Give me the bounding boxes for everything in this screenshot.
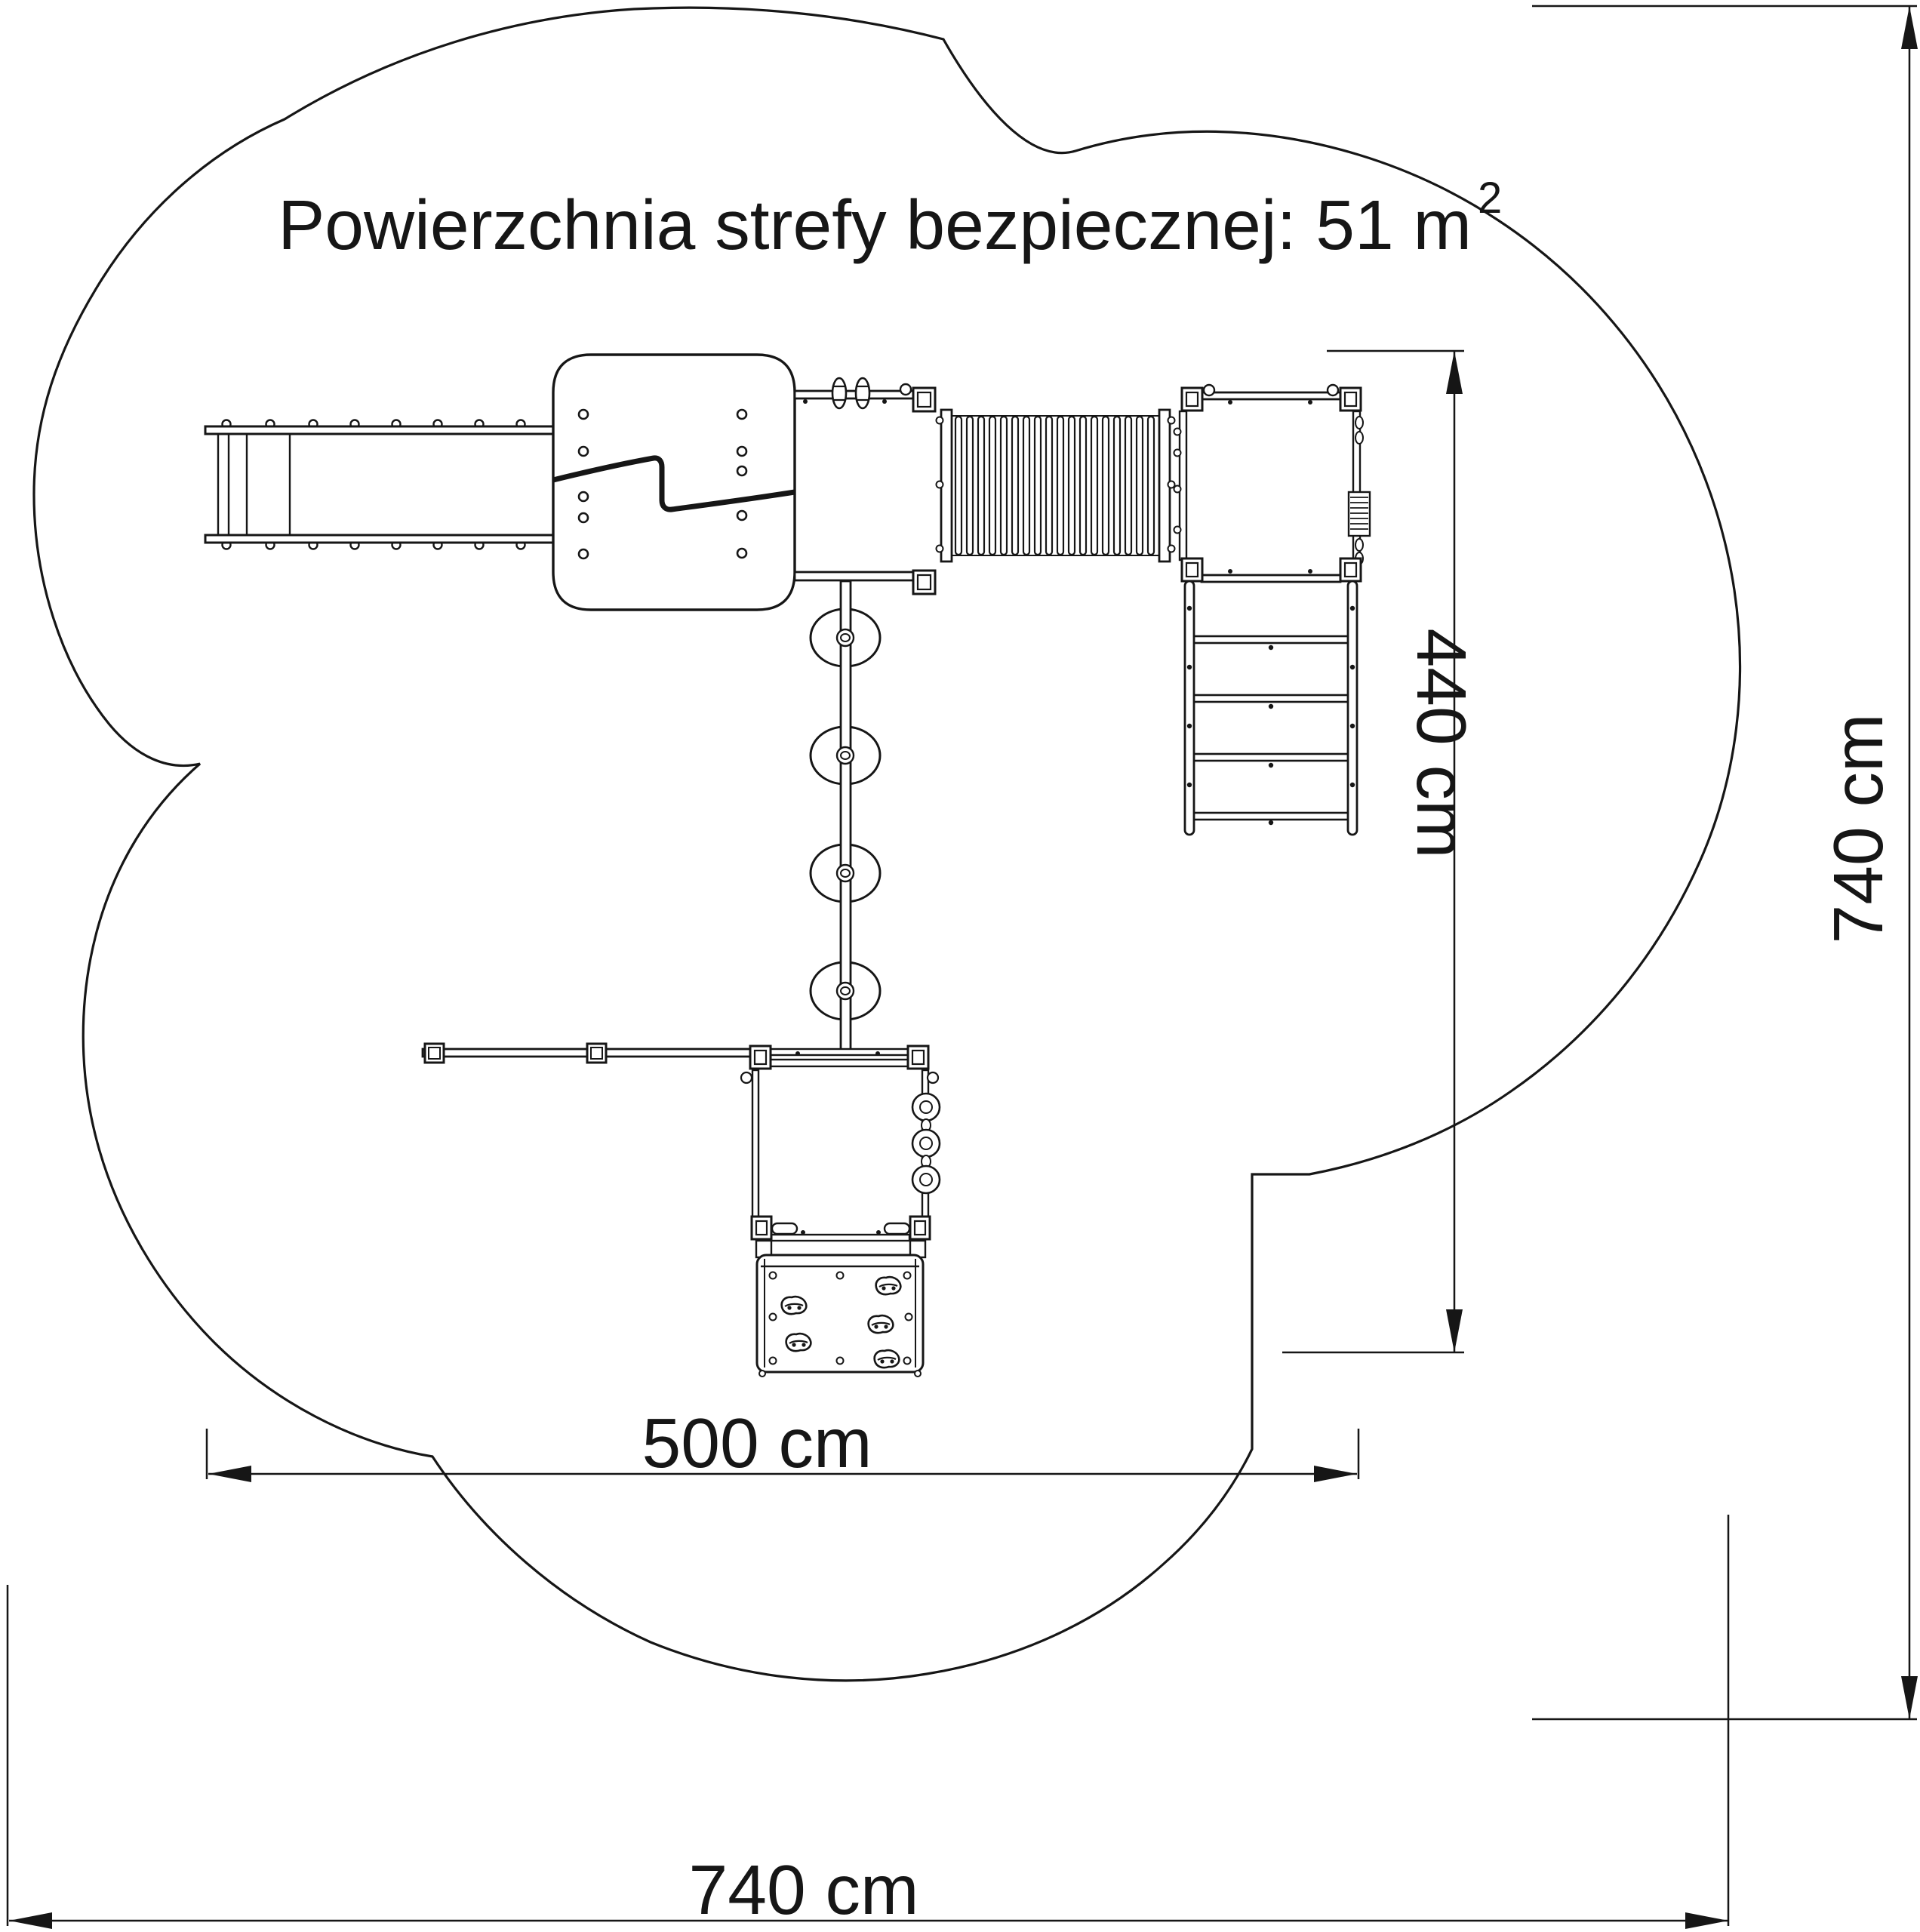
right-platform-rail-bottom [1200, 574, 1342, 583]
hand-grip [883, 1222, 911, 1235]
slide-bolts [221, 419, 526, 550]
dimension-440 [1282, 349, 1464, 1354]
drawing-title: Powierzchnia strefy bezpiecznej: 51 m [278, 186, 1472, 264]
climbing-wall [755, 1239, 927, 1377]
dimension-740-bottom [6, 1515, 1730, 1929]
dim-label-zone-height: 740 cm [1819, 714, 1897, 944]
arrowhead-down [1901, 1676, 1918, 1719]
tower-bolts [577, 408, 748, 560]
hand-grip [771, 1222, 798, 1235]
climbing-hold [873, 1349, 900, 1369]
dim-label-structure-height: 440 cm [1402, 629, 1481, 859]
lower-platform-posts [749, 1044, 931, 1241]
ladder-rail-left [1183, 580, 1195, 836]
arrowhead-down [1446, 1309, 1463, 1352]
dimension-740-right [1532, 5, 1918, 1721]
arrowhead-up [1901, 6, 1918, 49]
arrowhead-right [1314, 1466, 1357, 1482]
lower-platform-rail-outer [751, 1048, 930, 1057]
balance-beam [421, 1042, 756, 1064]
central-platform [793, 377, 937, 595]
dim-label-structure-width: 500 cm [642, 1404, 872, 1482]
slide-rail-bottom [204, 534, 558, 544]
twist-rings [911, 1092, 941, 1195]
climbing-wall-bolts [768, 1271, 913, 1365]
dimension-500 [205, 1429, 1360, 1482]
ladder-rung [1192, 694, 1350, 703]
right-platform-posts [1180, 386, 1362, 583]
drawing-title-superscript: 2 [1478, 174, 1502, 223]
right-platform-rail-top [1200, 391, 1342, 401]
arrowhead-right [1685, 1912, 1728, 1929]
ladder-rail-right [1346, 580, 1358, 836]
ladder-rung [1192, 752, 1350, 762]
climbing-hold [780, 1295, 808, 1315]
pod-beam [839, 580, 852, 1052]
tower [552, 353, 796, 611]
central-platform-rail-bottom [793, 571, 917, 582]
arrowhead-up [1446, 351, 1463, 394]
dim-label-zone-width: 740 cm [689, 1850, 919, 1929]
slide-rail-top [204, 425, 558, 435]
tower-wave-line [552, 455, 795, 512]
lower-platform [740, 1044, 941, 1242]
right-platform [1173, 383, 1371, 583]
safety-zone-outline [32, 6, 1742, 1682]
tunnel [935, 408, 1176, 563]
climbing-hold [785, 1332, 812, 1352]
lower-platform-left-edge [751, 1069, 760, 1223]
ladder-rung [1192, 811, 1350, 821]
access-ladder [1183, 580, 1358, 836]
pod-hubs [835, 628, 855, 1001]
climbing-hold [875, 1275, 902, 1296]
ladder-rung [1192, 635, 1350, 645]
tunnel-ribs [954, 415, 1155, 556]
stepping-pod-chain [809, 580, 882, 1052]
lower-platform-rail-bottom [755, 1233, 911, 1242]
climbing-hold [867, 1314, 894, 1334]
slide [204, 419, 558, 550]
arrowhead-left [9, 1912, 52, 1929]
hand-grips [831, 377, 871, 410]
arrowhead-left [208, 1466, 251, 1482]
lower-platform-rail-inner [751, 1058, 930, 1068]
